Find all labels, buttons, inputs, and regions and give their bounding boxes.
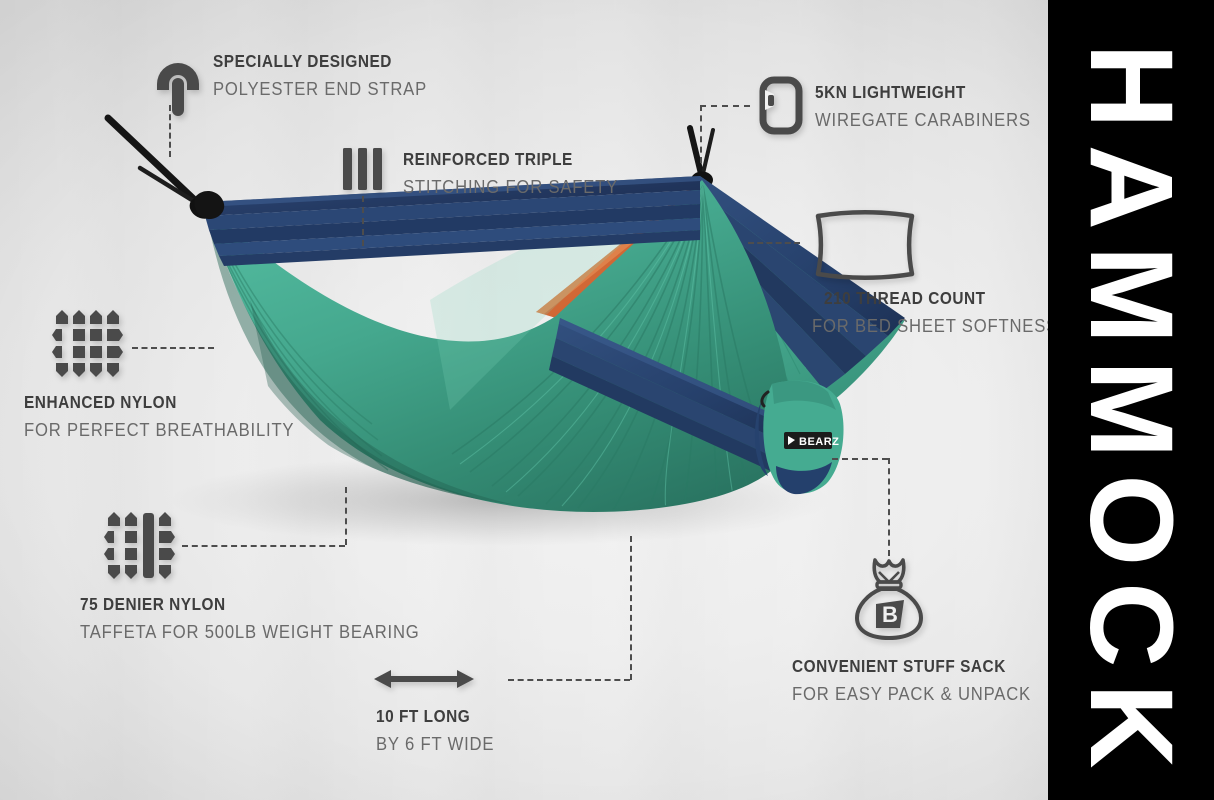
- attached-stuff-sack-pocket: BEARZ: [754, 380, 844, 495]
- double-arrow-icon: [374, 668, 474, 690]
- triple-stitch-icon: [340, 148, 386, 192]
- feature-title: CONVENIENT STUFF SACK: [792, 656, 1006, 676]
- vertical-title-banner: HAMMOCK: [1048, 0, 1214, 800]
- denier-thread-icon: [104, 512, 176, 580]
- connector-breathability: [132, 347, 214, 349]
- end-strap-icon: [150, 44, 206, 116]
- svg-text:BEARZ: BEARZ: [799, 436, 839, 448]
- nylon-weave-icon: [52, 310, 126, 378]
- connector-thread-count: [748, 242, 800, 244]
- feature-title: 75 DENIER NYLON: [80, 594, 226, 614]
- pillow-icon: [812, 210, 918, 280]
- feature-subtitle: FOR PERFECT BREATHABILITY: [24, 419, 295, 440]
- feature-subtitle: WIREGATE CARABINERS: [815, 109, 1031, 130]
- connector-carabiner-h: [700, 105, 750, 107]
- carabiner-icon: [759, 76, 803, 138]
- feature-title: 10 FT LONG: [376, 706, 471, 726]
- hammock-bottom-navy-edge: [549, 318, 795, 478]
- feature-subtitle: STITCHING FOR SAFETY: [403, 176, 619, 197]
- feature-subtitle: BY 6 FT WIDE: [376, 733, 495, 754]
- connector-dimensions-h: [508, 679, 630, 681]
- connector-stitching: [362, 196, 364, 246]
- connector-stuff-sack-v: [888, 458, 890, 556]
- feature-title: 5KN LIGHTWEIGHT: [815, 82, 966, 102]
- feature-title: 210 THREAD COUNT: [824, 288, 986, 308]
- feature-subtitle: FOR EASY PACK & UNPACK: [792, 683, 1031, 704]
- connector-end-strap: [169, 105, 171, 157]
- hammock-left-navy-edge: [203, 176, 700, 266]
- banner-title: HAMMOCK: [1065, 43, 1197, 785]
- stuff-sack-icon: B: [848, 556, 930, 642]
- connector-dimensions-v: [630, 536, 632, 680]
- connector-denier-h: [182, 545, 345, 547]
- feature-subtitle: FOR BED SHEET SOFTNESS: [812, 315, 1059, 336]
- connector-carabiner-v: [700, 105, 702, 163]
- stuff-sack-badge-letter: B: [882, 602, 898, 627]
- feature-title: SPECIALLY DESIGNED: [213, 51, 392, 71]
- feature-title: REINFORCED TRIPLE: [403, 149, 573, 169]
- feature-subtitle: TAFFETA FOR 500LB WEIGHT BEARING: [80, 621, 420, 642]
- feature-title: ENHANCED NYLON: [24, 392, 177, 412]
- feature-subtitle: POLYESTER END STRAP: [213, 78, 428, 99]
- connector-stuff-sack-h: [832, 458, 888, 460]
- connector-denier-v: [345, 487, 347, 545]
